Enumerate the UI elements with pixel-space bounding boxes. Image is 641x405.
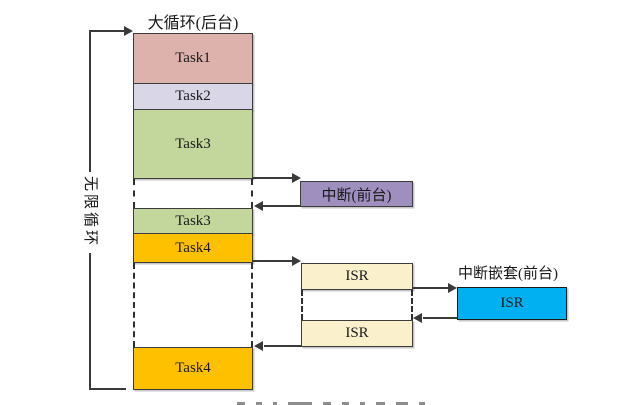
- isr-label: ISR: [345, 268, 369, 284]
- arrow-line-return-from-interrupt: [263, 205, 300, 207]
- nested-isr-label: ISR: [500, 295, 524, 311]
- background-loop-title: 大循环(后台): [147, 15, 239, 32]
- task-box-task3: Task3: [133, 109, 253, 179]
- loop-line-bottom: [89, 388, 126, 390]
- loop-arrowhead-icon: [124, 26, 133, 36]
- arrowhead-to-interrupt-icon: [292, 173, 301, 183]
- task-box-task4: Task4: [133, 233, 253, 263]
- task-box-task1: Task1: [133, 33, 253, 84]
- interrupted-gap-region-2: [133, 263, 253, 347]
- isr-label: ISR: [345, 325, 369, 341]
- arrow-line-to-interrupt: [253, 177, 292, 179]
- arrow-line-return-to-task4: [264, 345, 301, 347]
- task-label: Task2: [175, 88, 211, 104]
- isr-interrupted-gap-region: [301, 290, 413, 320]
- arrowhead-return-to-isr2-icon: [413, 313, 422, 323]
- interrupt-label: 中断(前台): [321, 187, 392, 204]
- isr-box-1: ISR: [301, 263, 413, 290]
- loop-line-vertical-top: [89, 30, 91, 172]
- arrowhead-return-from-interrupt-icon: [254, 201, 263, 211]
- task-label: Task3: [175, 135, 211, 152]
- task-label: Task4: [175, 360, 211, 376]
- interrupted-gap-region-1: [133, 179, 253, 208]
- arrowhead-to-nested-isr-icon: [448, 283, 457, 293]
- arrow-line-to-nested-isr: [412, 287, 448, 289]
- task-label: Task3: [175, 212, 211, 229]
- loop-line-top: [89, 30, 125, 32]
- isr-box-2: ISR: [301, 320, 413, 347]
- arrow-line-return-to-isr2: [423, 317, 457, 319]
- task-box-task4-resumed: Task4: [133, 347, 253, 390]
- interrupt-box: 中断(前台): [300, 181, 413, 207]
- nested-isr-box: ISR: [457, 287, 567, 320]
- arrowhead-return-to-task4-icon: [254, 341, 263, 351]
- task-label: Task4: [175, 239, 211, 256]
- loop-line-vertical-bottom: [89, 253, 91, 390]
- arrow-line-to-isr1: [253, 260, 292, 262]
- task-box-task2: Task2: [133, 83, 253, 110]
- infinite-loop-label: 无限循环: [82, 175, 98, 248]
- task-box-task3-resumed: Task3: [133, 208, 253, 234]
- nested-interrupt-caption: 中断嵌套(前台): [458, 266, 558, 282]
- arrowhead-to-isr1-icon: [292, 256, 301, 266]
- cropped-caption-fragment: [237, 402, 425, 405]
- task-label: Task1: [175, 50, 211, 66]
